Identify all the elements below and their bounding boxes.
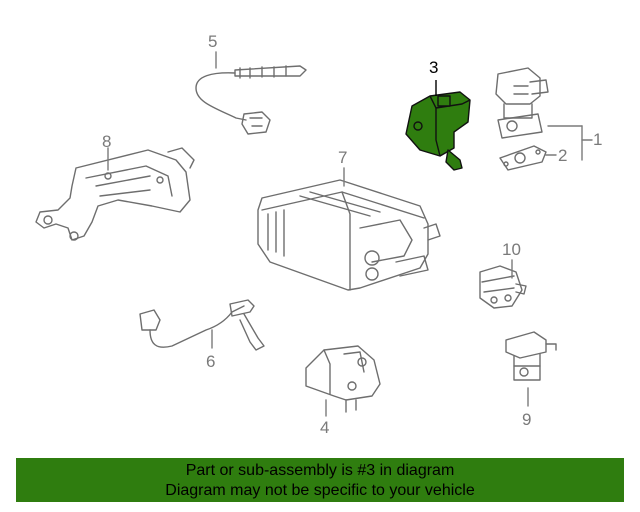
- part-3-highlighted-solenoid: [405, 80, 471, 171]
- part-7-canister: [257, 167, 441, 291]
- callout-1: 1: [593, 130, 603, 149]
- callout-3: 3: [429, 58, 439, 77]
- part-2-gasket: [499, 145, 547, 171]
- part-8-bracket: [35, 147, 195, 241]
- callout-4: 4: [320, 418, 330, 437]
- callout-8: 8: [102, 132, 112, 151]
- part-5-oxygen-sensor: [195, 51, 307, 135]
- notice-banner: Part or sub-assembly is #3 in diagram Di…: [16, 458, 624, 502]
- callout-1-2-bracket-lines: [545, 125, 593, 161]
- part-6-oxygen-sensor: [139, 299, 265, 351]
- banner-line-2: Diagram may not be specific to your vehi…: [165, 482, 475, 499]
- part-9-valve: [505, 331, 557, 407]
- callout-6: 6: [206, 352, 216, 371]
- part-10-valve: [479, 259, 527, 309]
- part-4-solenoid: [305, 345, 381, 417]
- parts-diagram: 5 3 1 2 8 7 10 6 4 9: [35, 32, 603, 437]
- callout-2: 2: [558, 146, 568, 165]
- callout-9: 9: [522, 410, 532, 429]
- callout-7: 7: [338, 148, 348, 167]
- banner-line-1: Part or sub-assembly is #3 in diagram: [185, 462, 455, 479]
- part-1-egr-valve: [495, 67, 549, 139]
- callout-10: 10: [502, 240, 521, 259]
- callout-5: 5: [208, 32, 218, 51]
